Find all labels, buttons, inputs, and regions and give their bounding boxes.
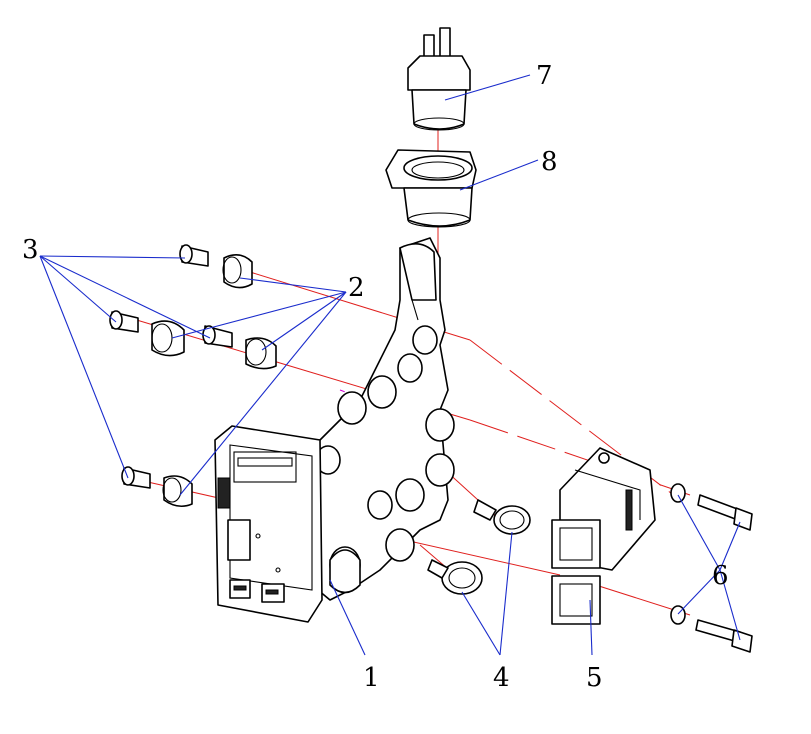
mounting-plate: [214, 425, 323, 623]
callout-5: 5: [586, 663, 603, 693]
part-7-sensor: [407, 27, 471, 131]
callout-4: 4: [493, 663, 510, 693]
part-3-bushings: [109, 244, 233, 489]
bracket-body: [299, 237, 455, 601]
part-4-clamps: [427, 499, 531, 595]
leader-lines: [39, 74, 741, 656]
part-8-sleeve: [385, 149, 477, 228]
callout-6: 6: [712, 561, 729, 591]
callout-8: 8: [541, 147, 558, 177]
part-6-bolts: [670, 483, 753, 653]
callout-1: 1: [363, 663, 380, 693]
callout-3: 3: [22, 235, 39, 265]
part-5-module: [551, 447, 656, 625]
callout-7: 7: [536, 61, 553, 91]
callout-2: 2: [348, 273, 365, 303]
callout-labels: 7 8 3 2 1 4 5 6: [22, 61, 729, 693]
